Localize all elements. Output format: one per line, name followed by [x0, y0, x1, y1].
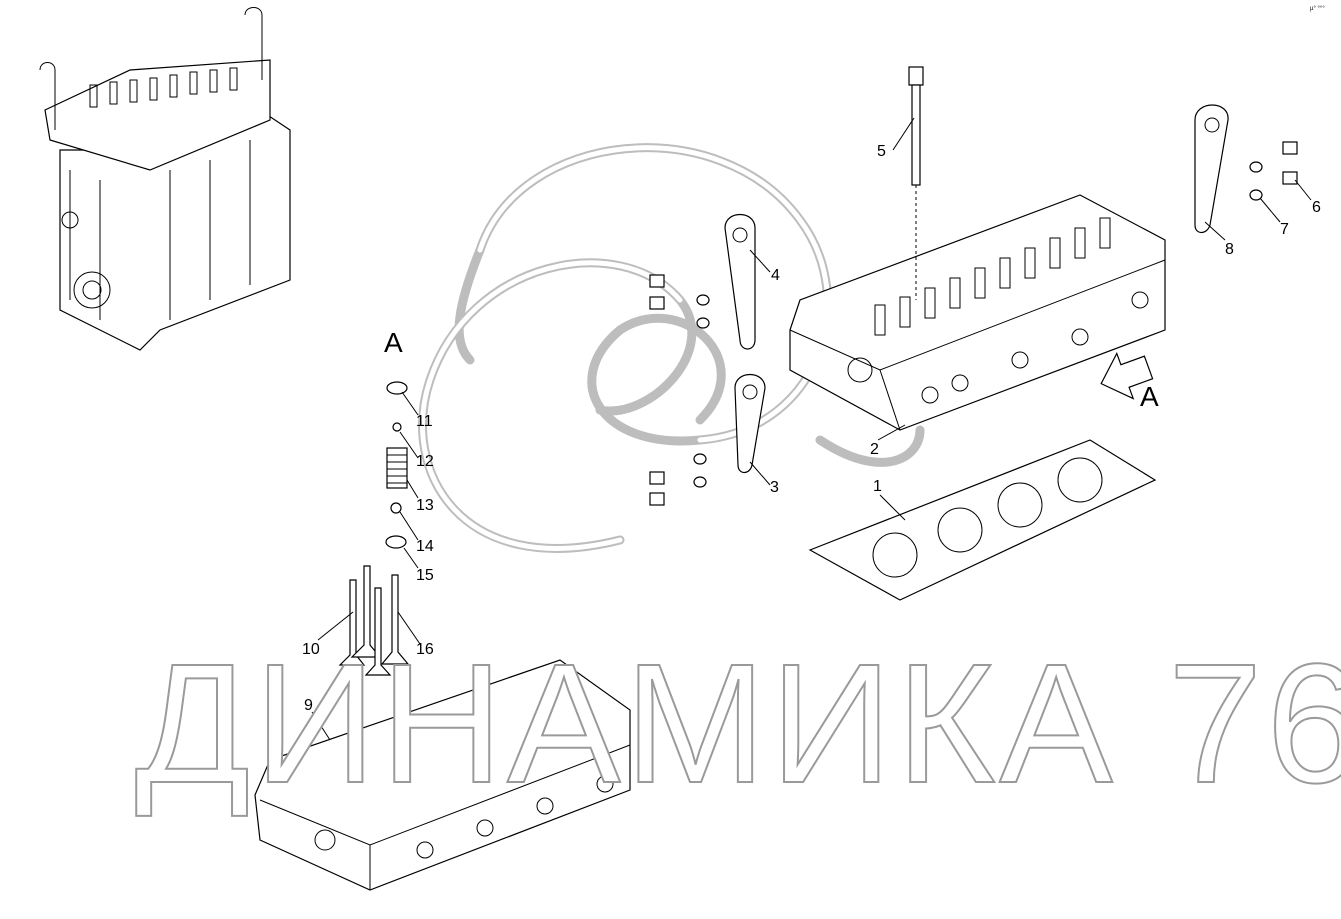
- callout-5: 5: [877, 143, 886, 160]
- engine-assembly-illustration: [39, 7, 291, 351]
- watermark-text: ДИНАМИКА 76: [135, 629, 1341, 819]
- bracket-bolts-and-washers: [649, 141, 1298, 506]
- callout-4: 4: [771, 267, 780, 284]
- callout-16: 16: [416, 641, 434, 658]
- callout-13: 13: [416, 497, 434, 514]
- lifting-bracket-4: [724, 214, 756, 350]
- callout-15: 15: [416, 567, 434, 584]
- callout-labels: 1 2 3 4 5 6 7 8 9 10 11 12 13 14 15 16: [302, 143, 1321, 714]
- leader-lines: [311, 117, 1312, 741]
- lifting-bracket-8: [1194, 104, 1229, 234]
- callout-9: 9: [304, 697, 313, 714]
- callout-11: 11: [416, 413, 433, 430]
- valve-spring-assembly: [385, 381, 408, 549]
- callout-2: 2: [870, 441, 879, 458]
- view-direction-arrow: [1100, 351, 1154, 400]
- callout-12: 12: [416, 453, 434, 470]
- cylinder-head-lower: [254, 659, 631, 891]
- callout-7: 7: [1280, 221, 1289, 238]
- callout-6: 6: [1312, 199, 1321, 216]
- callout-14: 14: [416, 538, 434, 555]
- lifting-bracket-3: [734, 374, 766, 474]
- arrow-label-a: A: [1140, 381, 1159, 412]
- callout-1: 1: [873, 478, 882, 495]
- callout-8: 8: [1225, 241, 1234, 258]
- cylinder-head-upper: [789, 194, 1166, 431]
- callout-3: 3: [770, 479, 779, 496]
- view-label-a: A: [384, 327, 403, 358]
- cylinder-head-bolt: [908, 66, 924, 300]
- corner-code: µ° °°°: [1310, 6, 1325, 12]
- cylinder-head-gasket: [808, 439, 1157, 601]
- callout-10: 10: [302, 641, 320, 658]
- engine-valves: [338, 565, 410, 676]
